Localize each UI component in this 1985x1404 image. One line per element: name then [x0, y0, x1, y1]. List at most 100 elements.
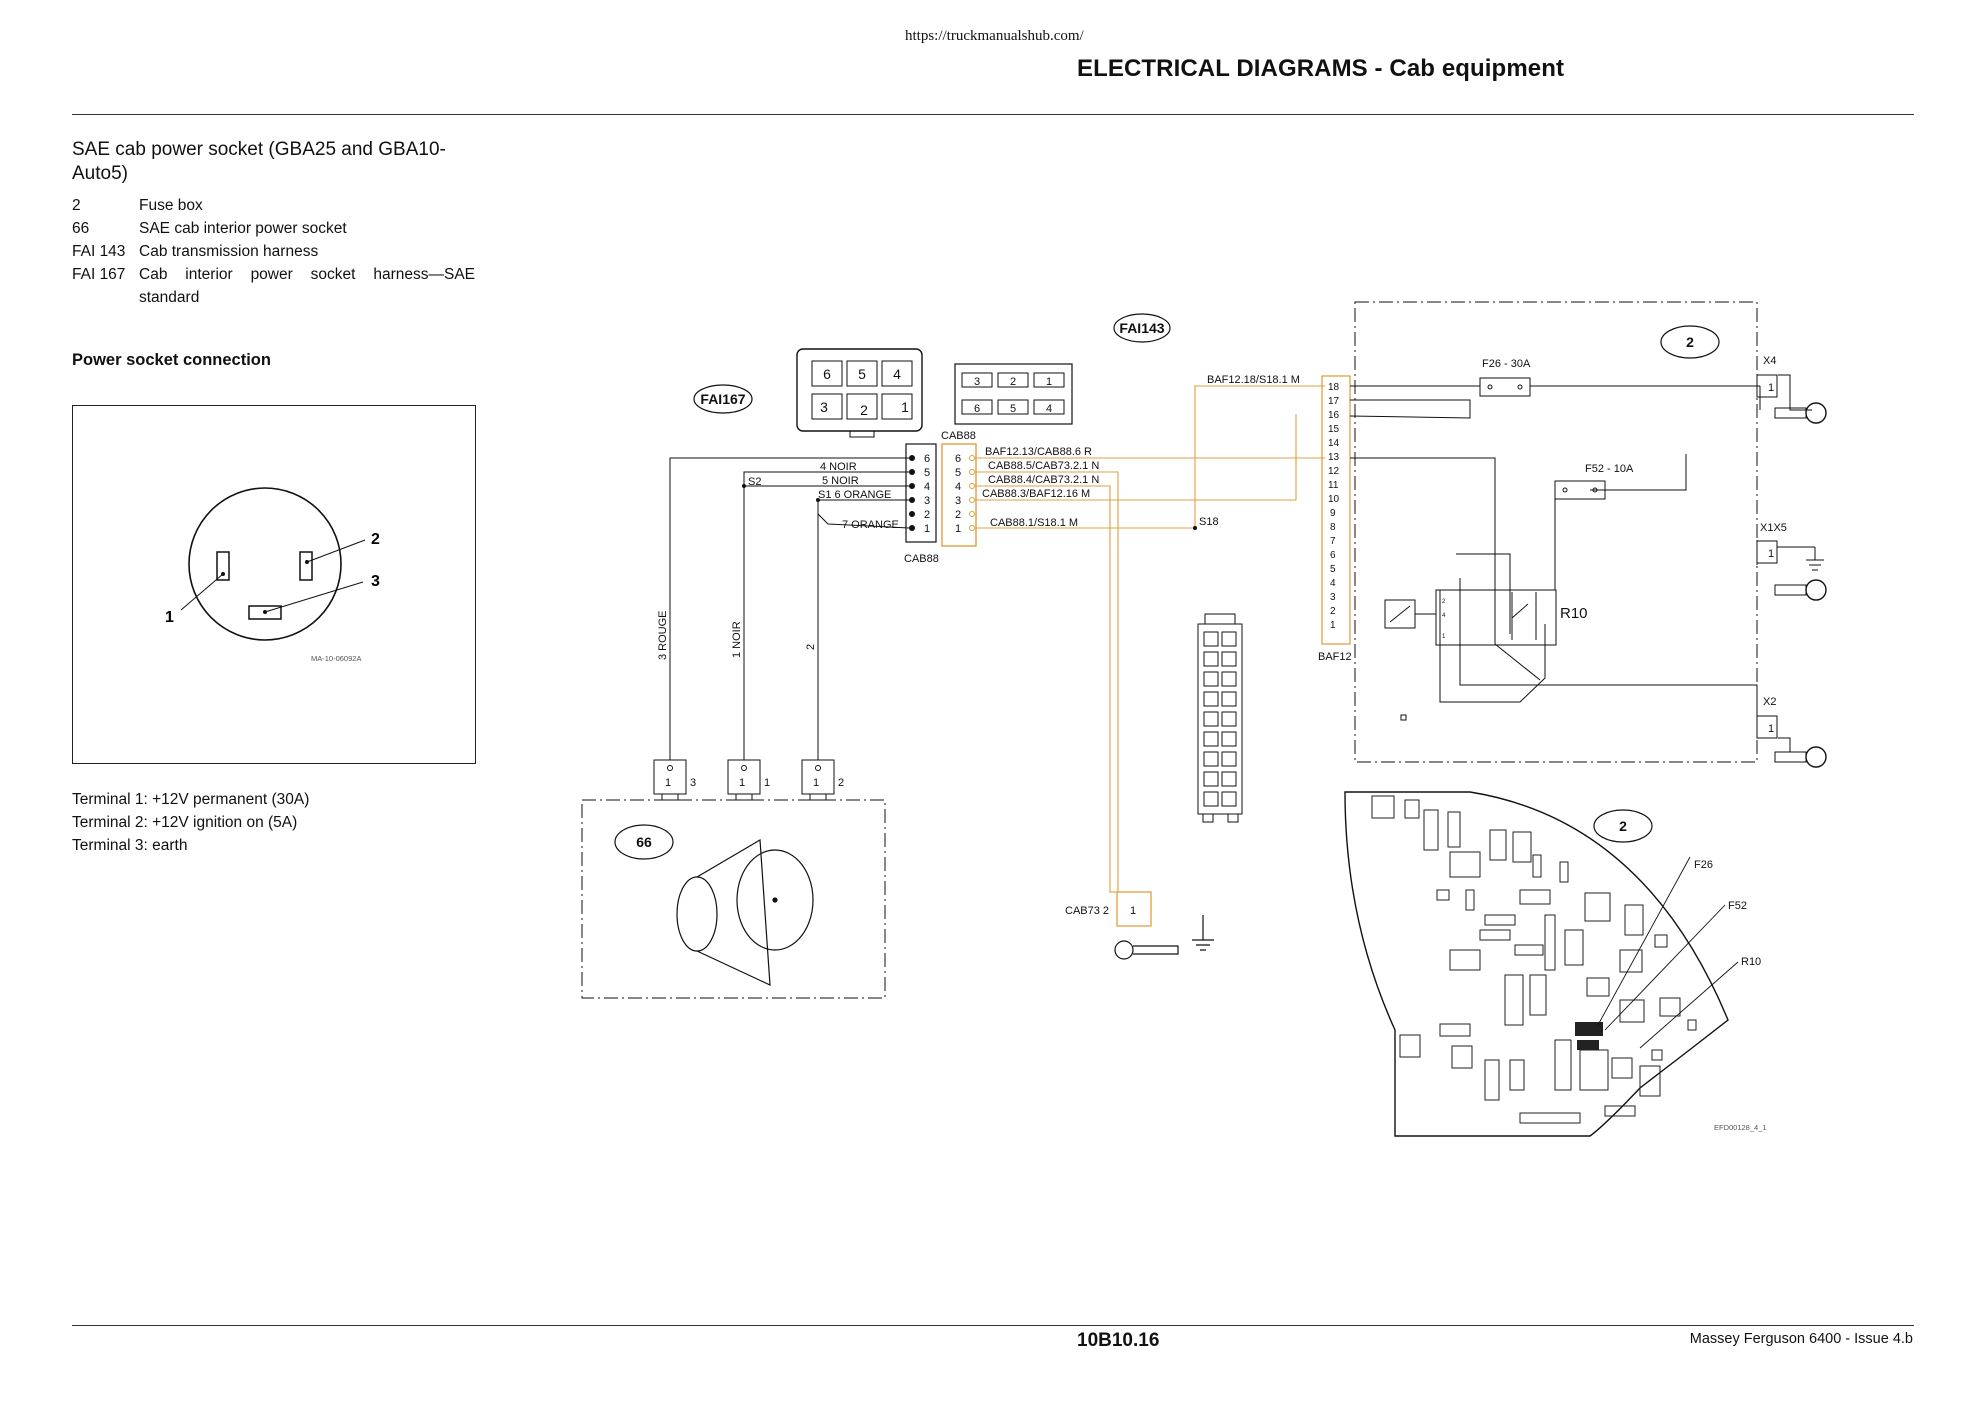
output-x4: X4 1: [1756, 355, 1827, 424]
output-x2: X2 1: [1756, 696, 1827, 768]
svg-text:F52 - 10A: F52 - 10A: [1585, 463, 1634, 475]
header-rule: [72, 114, 1914, 115]
legend-code: 2: [72, 197, 81, 214]
publication-info: Massey Ferguson 6400 - Issue 4.b: [1689, 1331, 1913, 1347]
socket-pin-3: [248, 605, 282, 620]
wire-label: S1 6 ORANGE: [818, 489, 891, 501]
svg-text:5: 5: [924, 467, 930, 479]
svg-text:X1X5: X1X5: [1760, 522, 1787, 534]
svg-text:5: 5: [1010, 403, 1016, 415]
socket-pin-2: [299, 551, 313, 581]
cab73-pin: 1: [1130, 905, 1136, 917]
svg-text:2: 2: [838, 777, 844, 789]
plug-face-6way-rear: 3 2 1 6 5 4: [954, 363, 1073, 425]
leader-3: [264, 581, 364, 613]
svg-text:5: 5: [955, 467, 961, 479]
page-code: 10B10.16: [1077, 1330, 1160, 1351]
svg-text:3: 3: [820, 399, 828, 415]
svg-text:6: 6: [823, 366, 831, 382]
svg-text:1: 1: [813, 777, 819, 789]
svg-text:7: 7: [1330, 536, 1336, 547]
svg-text:9: 9: [1330, 508, 1336, 519]
pin-label-1: 1: [165, 609, 174, 626]
fuse-f52: F52 - 10A: [1554, 463, 1634, 500]
svg-text:X4: X4: [1763, 355, 1776, 367]
connector-baf12: BAF12 18 17 16 15 14 13 12 11 10 9 8 7 6…: [1318, 375, 1352, 663]
fusebox-pcb: 2: [1344, 791, 1767, 1137]
svg-text:3: 3: [974, 376, 980, 388]
left-wires: [669, 457, 910, 760]
wire-label-vertical: 1 NOIR: [731, 621, 743, 658]
svg-text:2: 2: [1010, 376, 1016, 388]
svg-text:CAB88: CAB88: [941, 430, 976, 442]
power-socket-drawing: [676, 838, 814, 986]
terminal-item: Terminal 2: +12V ignition on (5A): [72, 814, 298, 831]
svg-text:11: 11: [1328, 480, 1339, 491]
svg-text:R10: R10: [1741, 956, 1761, 968]
wire-label: BAF12.13/CAB88.6 R: [985, 446, 1092, 458]
wire-label: CAB88.1/S18.1 M: [990, 517, 1078, 529]
connector-cab73: [1116, 891, 1152, 927]
wire-label: 4 NOIR: [820, 461, 857, 473]
splice-s2: S2: [748, 476, 761, 488]
legend-desc: Cab interior power socket harness—SAE st…: [139, 266, 475, 306]
fai143-label: FAI143: [1119, 320, 1164, 336]
fuse-f26: F26 - 30A: [1479, 358, 1531, 397]
svg-text:1: 1: [665, 777, 671, 789]
wire-label: BAF12.18/S18.1 M: [1207, 374, 1300, 386]
fuse-strip: [1197, 613, 1243, 823]
svg-text:4: 4: [955, 481, 961, 493]
wire-label: CAB88.3/BAF12.16 M: [982, 488, 1090, 500]
svg-text:1: 1: [764, 777, 770, 789]
wire-label: 7 ORANGE: [842, 519, 899, 531]
output-x1x5: X1X5 1: [1756, 522, 1827, 601]
socket-pin-1: [216, 551, 230, 581]
svg-text:12: 12: [1328, 466, 1340, 477]
svg-text:R10: R10: [1560, 605, 1588, 622]
svg-text:2: 2: [860, 402, 868, 418]
fusebox-boundary: [1354, 301, 1758, 763]
relay-r10: R10 2 4 1: [1384, 589, 1588, 646]
svg-text:17: 17: [1328, 396, 1340, 407]
svg-text:6: 6: [955, 453, 961, 465]
svg-text:8: 8: [1330, 522, 1336, 533]
svg-text:1: 1: [901, 399, 909, 415]
svg-text:6: 6: [924, 453, 930, 465]
svg-text:F26 - 30A: F26 - 30A: [1482, 358, 1531, 370]
svg-text:X2: X2: [1763, 696, 1776, 708]
svg-text:CAB88: CAB88: [904, 553, 939, 565]
splice-s18: S18: [1199, 516, 1219, 528]
wire-label: 5 NOIR: [822, 475, 859, 487]
section-title: ELECTRICAL DIAGRAMS - Cab equipment: [1077, 55, 1565, 82]
pin-label-2: 2: [371, 531, 380, 548]
fusebox-label: 2: [1686, 334, 1694, 350]
svg-text:3: 3: [924, 495, 930, 507]
svg-text:2: 2: [955, 509, 961, 521]
svg-text:2: 2: [1442, 599, 1446, 605]
ground-eyelet: [1114, 915, 1214, 960]
legend-desc: Cab transmission harness: [139, 243, 319, 260]
svg-text:BAF12: BAF12: [1318, 651, 1352, 663]
svg-text:6: 6: [974, 403, 980, 415]
svg-text:1: 1: [955, 523, 961, 535]
svg-text:3: 3: [955, 495, 961, 507]
power-socket-heading: Power socket connection: [72, 351, 271, 369]
cab73-label: CAB73 2: [1065, 905, 1109, 917]
socket-66-terminals: 1 3 1 1 1 2: [653, 759, 844, 801]
svg-text:EFD00128_4_1: EFD00128_4_1: [1714, 1123, 1767, 1132]
fusebox-wiring: [1349, 385, 1761, 727]
svg-text:F52: F52: [1728, 900, 1747, 912]
socket-66-badge: [614, 824, 674, 860]
svg-text:F26: F26: [1694, 859, 1713, 871]
svg-text:1: 1: [1768, 382, 1774, 394]
leader-2: [306, 539, 366, 563]
socket-outline: [188, 487, 342, 641]
legend-desc: SAE cab interior power socket: [139, 220, 347, 237]
fusebox-badge: [1660, 325, 1720, 359]
legend-code: FAI 167: [72, 266, 126, 283]
svg-text:1: 1: [1768, 548, 1774, 560]
